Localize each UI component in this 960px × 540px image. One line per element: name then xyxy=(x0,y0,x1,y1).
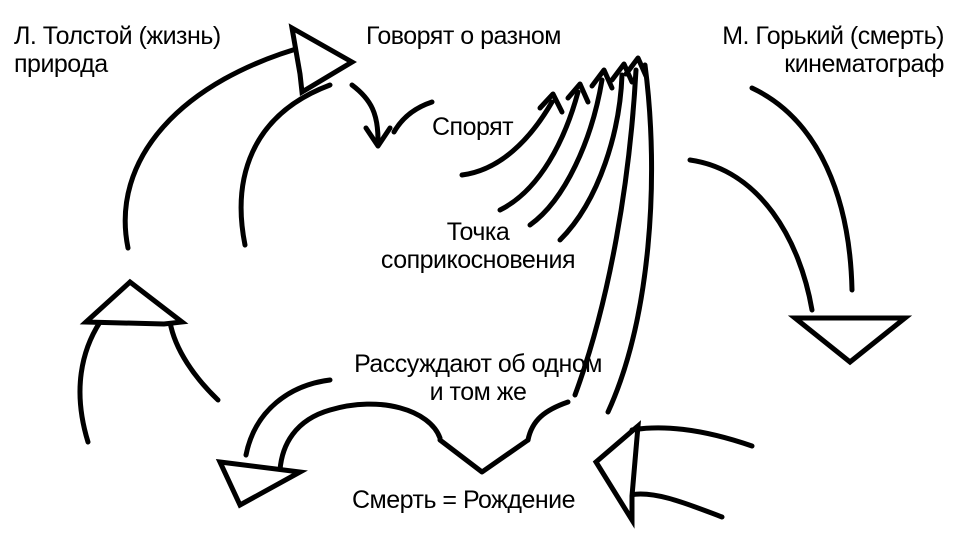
label-gorky: М. Горький (смерть) кинематограф xyxy=(672,22,944,78)
label-tolstoy-line1: Л. Толстой (жизнь) xyxy=(14,22,221,50)
label-contact-line2: соприкосновения xyxy=(380,246,576,274)
label-tolstoy: Л. Толстой (жизнь) природа xyxy=(14,22,221,78)
label-argue: Спорят xyxy=(432,113,514,141)
arrow-to-argue-left xyxy=(349,82,393,149)
label-gorky-line2: кинематограф xyxy=(784,50,944,78)
label-reason-line2: и том же xyxy=(429,378,527,406)
arc-lower-right-arrow xyxy=(592,420,755,529)
label-reason-same: Рассуждают об одном и том же xyxy=(322,350,634,406)
arc-left-lower-arrow xyxy=(77,278,221,445)
label-death-birth: Смерть = Рождение xyxy=(352,486,576,514)
label-gorky-line1: М. Горький (смерть) xyxy=(722,22,944,50)
fan-arrows xyxy=(459,55,655,415)
label-tolstoy-line2: природа xyxy=(14,50,108,78)
arc-left-inner xyxy=(238,82,333,248)
label-reason-line1: Рассуждают об одном xyxy=(354,350,602,378)
arrow-to-argue-right xyxy=(391,99,435,135)
label-talk-different: Говорят о разном xyxy=(366,22,561,50)
label-contact-line1: Точка xyxy=(446,218,510,246)
arc-lower-left-arrow xyxy=(215,377,443,509)
v-merge xyxy=(437,399,571,475)
arc-right-big-arrow xyxy=(687,85,913,366)
label-contact-point: Точка соприкосновения xyxy=(350,218,606,274)
arc-left-outer-arrow xyxy=(122,23,357,251)
